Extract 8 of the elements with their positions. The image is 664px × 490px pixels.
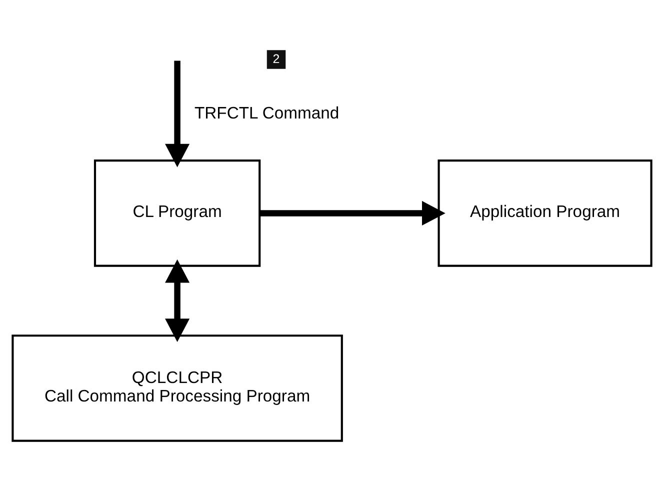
arrow xyxy=(165,258,190,342)
label: 2 xyxy=(272,51,280,66)
node-box: QCLCLCPR Call Command Processing Program xyxy=(12,334,343,442)
edge-label: TRFCTL Command xyxy=(194,103,340,122)
node-box: CL Program xyxy=(94,159,261,266)
arrow xyxy=(165,60,190,167)
arrow xyxy=(260,200,446,225)
node-box: Application Program xyxy=(438,159,652,266)
